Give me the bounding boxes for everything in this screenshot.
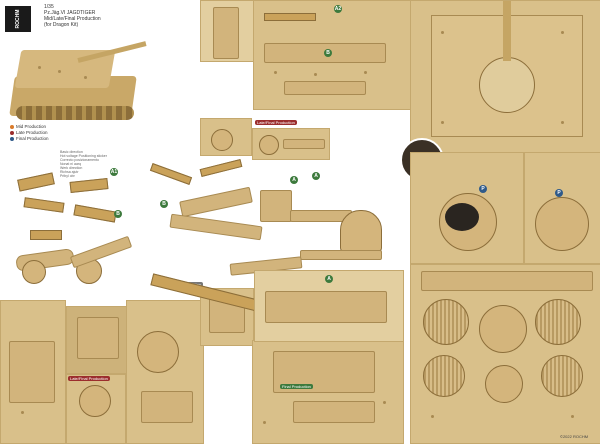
- legend-item-final: Final Production: [10, 136, 49, 141]
- legend-label: Final Production: [16, 136, 49, 141]
- panel-late-final: [200, 118, 252, 156]
- panel-top-center: A2 B: [253, 0, 412, 110]
- panel-right-top-hull: [410, 0, 600, 154]
- direction-notes: Basic direction Hot voltage Positioning …: [60, 150, 107, 178]
- label-late-final: Late/Final Production: [255, 120, 297, 125]
- step-badge: A2: [334, 5, 342, 13]
- legend-item-late: Late Production: [10, 130, 48, 135]
- step-badge: B: [324, 49, 332, 57]
- panel-bottom-left-1: [0, 300, 66, 444]
- legend: Mid Production Late Production Final Pro…: [10, 124, 80, 146]
- step-badge: A: [325, 275, 333, 283]
- parts-diagram-center: A B A: [140, 159, 400, 290]
- title-model: Pz.Jäg.VI JAGDTIGER: [44, 10, 96, 16]
- title-scale: 1/35: [44, 4, 54, 10]
- copyright: ©2022 ROCHM: [560, 434, 589, 439]
- panel-bottom-center-1: [126, 300, 204, 444]
- panel-mid-detail: [252, 128, 330, 160]
- step-badge: B: [160, 200, 168, 208]
- legend-item-mid: Mid Production: [10, 124, 46, 129]
- label-late-final-2: Late/Final Production: [68, 376, 110, 381]
- legend-label: Late Production: [16, 130, 48, 135]
- panel-right-hatch-2: P: [524, 152, 600, 264]
- panel-top-mid: [200, 0, 254, 62]
- panel-bottom-hull: [252, 340, 404, 444]
- title-block: 1/35 Pz.Jäg.VI JAGDTIGER Mid/Late/Final …: [44, 4, 114, 38]
- legend-dot: [10, 130, 14, 135]
- parts-diagram-left: A1 B: [10, 160, 135, 300]
- step-badge: P: [555, 189, 563, 197]
- step-badge: A: [290, 176, 298, 184]
- legend-label: Mid Production: [16, 124, 47, 129]
- tank-hero-image: [8, 36, 147, 128]
- step-badge: A: [312, 172, 320, 180]
- brand-logo-text: ROCHM: [15, 9, 21, 29]
- panel-bottom-left-2: [66, 306, 128, 374]
- step-badge: A1: [110, 168, 118, 176]
- legend-dot: [10, 136, 14, 141]
- step-badge: P: [479, 185, 487, 193]
- title-kit: (for Dragon Kit): [44, 22, 79, 28]
- panel-bottom-left-3: [66, 374, 126, 444]
- step-badge: B: [114, 210, 122, 218]
- brand-logo: ROCHM: [5, 6, 31, 32]
- panel-right-engine-deck: [410, 264, 600, 444]
- title-variant: Mid/Late/Final Production: [44, 16, 101, 22]
- panel-right-hatch-1: P: [410, 152, 524, 264]
- legend-dot: [10, 124, 14, 129]
- panel-right-mid-hull: A: [254, 270, 404, 342]
- label-final-2: Final Production: [280, 384, 313, 389]
